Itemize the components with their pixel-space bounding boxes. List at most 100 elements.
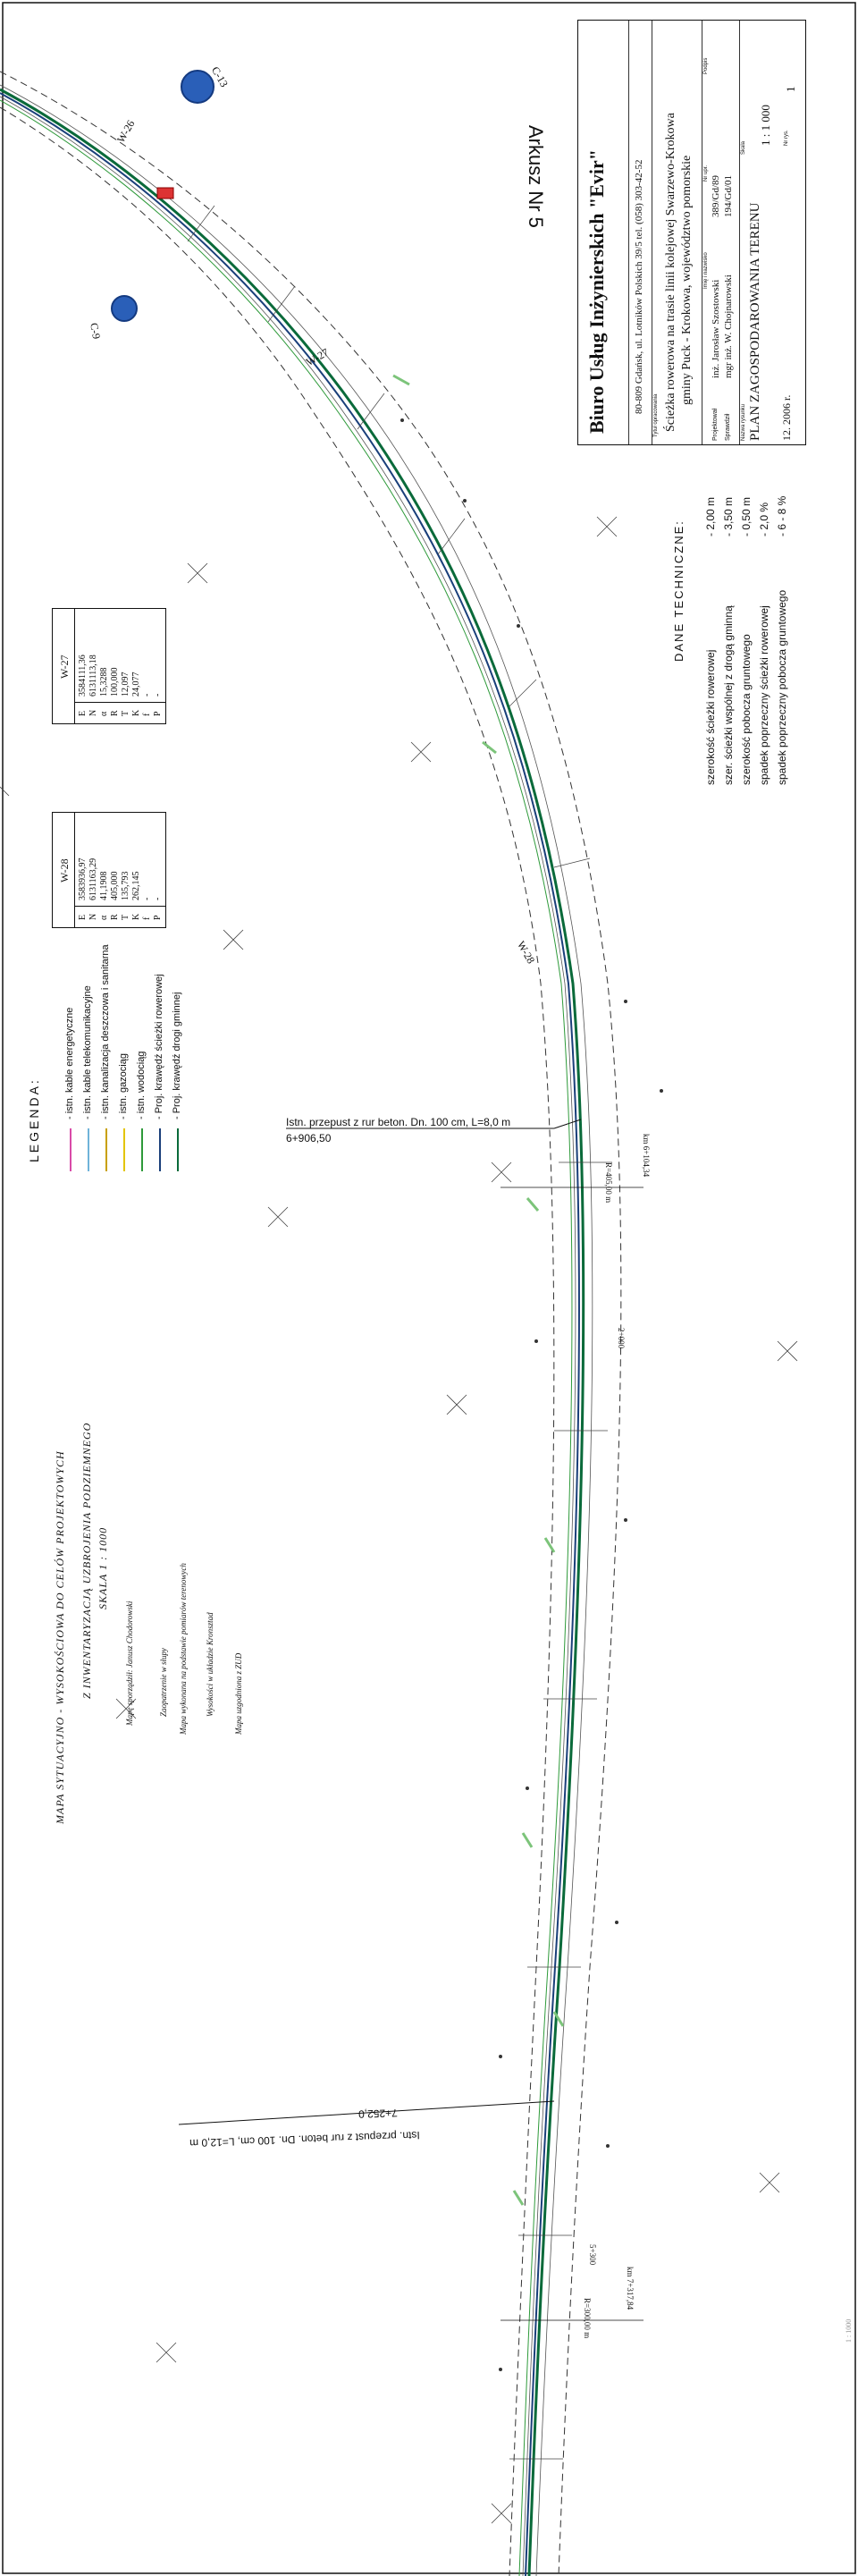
designer-name: inż. Jarosław Szostowski bbox=[711, 279, 721, 378]
chainage-1: 2+000 bbox=[617, 1328, 626, 1349]
legend-label: - istn. wodociąg bbox=[136, 1051, 147, 1119]
project-label: Tytuł opracowania bbox=[653, 393, 659, 437]
company-address: 80-809 Gdańsk, ul. Lotników Polskich 39/… bbox=[634, 159, 644, 414]
legend-label: - Proj. krawędź ścieżki rowerowej bbox=[154, 974, 164, 1119]
tech-item-label: spadek poprzeczny ścieżki rowerowej bbox=[758, 605, 770, 785]
legend-swatch bbox=[70, 1128, 72, 1171]
notes-line-1: Zaopatrzenie w słupy bbox=[159, 1647, 168, 1717]
legend-swatch bbox=[159, 1128, 161, 1171]
table-key: f bbox=[142, 713, 152, 716]
header-col-signature: Podpis bbox=[703, 57, 709, 74]
tech-item-label: szerokość pobocza gruntowego bbox=[740, 634, 753, 785]
radius-2: R=300,00 m bbox=[583, 2298, 592, 2339]
table-key: N bbox=[88, 709, 98, 716]
role-designer: Projektował bbox=[712, 408, 719, 441]
legend-swatch bbox=[105, 1128, 107, 1171]
corridor-boundary-right bbox=[0, 71, 622, 2576]
notes-line-3: Wysokości w układzie Kronsztad bbox=[206, 1612, 214, 1717]
table-value: 41,1908 bbox=[99, 871, 109, 901]
drawing-scale: 1 : 1 000 bbox=[759, 105, 772, 146]
table-value: - bbox=[142, 897, 152, 900]
sheet-no-label: Nr rys. bbox=[784, 130, 789, 146]
table-key: α bbox=[99, 711, 109, 716]
project-title-line2: gminy Puck - Krokowa, województwo pomors… bbox=[680, 155, 694, 405]
sign-c9-label: C-9 bbox=[88, 322, 104, 341]
table-key: T bbox=[121, 914, 130, 920]
table-key: E bbox=[78, 914, 88, 920]
corridor-boundary-left bbox=[0, 106, 555, 2576]
legend-label: - Proj. krawędź drogi gminnej bbox=[172, 992, 182, 1119]
notes-line-2: Mapa wykonana na podstawie pomiarów tere… bbox=[179, 1563, 188, 1735]
signal-marker bbox=[156, 187, 174, 199]
notes-line-4: Mapa uzgodniona z ZUD bbox=[234, 1652, 243, 1735]
chainage-2: 5+300 bbox=[588, 2244, 597, 2266]
tech-item-value: - 6 - 8 % bbox=[776, 495, 788, 536]
table-key: P bbox=[153, 711, 163, 716]
table-key: K bbox=[131, 709, 141, 716]
table-value: 3584111,36 bbox=[78, 655, 88, 697]
drawing-name: PLAN ZAGOSPODAROWANIA TERENU bbox=[748, 202, 762, 441]
tech-item-value: - 0,50 m bbox=[740, 496, 753, 536]
table-key: α bbox=[99, 915, 109, 920]
role-checker: Sprawdził bbox=[725, 413, 731, 441]
table-key: T bbox=[121, 710, 130, 716]
sign-c9-icon bbox=[111, 295, 138, 322]
table-value: 12,097 bbox=[121, 671, 130, 697]
sheet-title: Arkusz Nr 5 bbox=[525, 125, 547, 228]
table-key: N bbox=[88, 913, 98, 920]
table-value: 6131163,29 bbox=[88, 857, 98, 900]
sheet-number: 1 bbox=[784, 86, 797, 93]
header-col-name: Imię i nazwisko bbox=[703, 252, 709, 289]
proj-bike-path-edge bbox=[0, 88, 585, 2576]
table-value: 262,145 bbox=[131, 871, 141, 901]
company-name: Biuro Usług Inżynierskich "Evir" bbox=[585, 148, 608, 434]
legend-label: - istn. kable energetyczne bbox=[64, 1007, 75, 1119]
checker-name: mgr inż. W. Chojnarowski bbox=[723, 274, 734, 378]
notes-title: MAPA SYTUACYJNO - WYSOKOŚCIOWA DO CELÓW … bbox=[54, 1450, 66, 1824]
legend-label: - istn. gazociąg bbox=[118, 1053, 129, 1119]
table-value: 6131113,18 bbox=[88, 655, 98, 697]
culvert-1-km: 6+906,50 bbox=[286, 1132, 332, 1144]
tech-item-value: - 3,50 m bbox=[722, 496, 735, 536]
legend-swatch bbox=[141, 1128, 143, 1171]
tech-item-value: - 2,00 m bbox=[704, 496, 717, 536]
notes-author: Mapę sporządził: Janusz Chodorowski bbox=[125, 1600, 134, 1726]
table-value: - bbox=[153, 693, 163, 697]
checker-number: 194/Gd/01 bbox=[723, 174, 734, 217]
title-block: Biuro Usług Inżynierskich "Evir" 80-809 … bbox=[577, 20, 806, 445]
table-title: W-28 bbox=[58, 858, 71, 883]
culvert-1-label: Istn. przepust z rur beton. Dn. 100 cm, … bbox=[286, 1116, 511, 1128]
tech-item-label: szerokość ścieżki rowerowej bbox=[704, 649, 717, 785]
table-key: E bbox=[78, 710, 88, 716]
grid-crosses bbox=[0, 516, 798, 2524]
footer-scale: 1 : 1000 bbox=[845, 2318, 853, 2343]
tech-item-label: spadek poprzeczny pobocza gruntowego bbox=[776, 589, 788, 785]
table-value: 3583936,97 bbox=[78, 857, 88, 901]
legend-swatch bbox=[177, 1128, 179, 1171]
legend-label: - istn. kanalizacja deszczowa i sanitarn… bbox=[100, 944, 111, 1119]
technical-heading: DANE TECHNICZNE: bbox=[672, 519, 686, 662]
km-marker-1: km 6+104,34 bbox=[642, 1134, 651, 1178]
table-title: W-27 bbox=[58, 655, 71, 679]
notes-subtitle: Z INWENTARYZACJĄ UZBROJENIA PODZIEMNEGO bbox=[80, 1422, 93, 1699]
legend-swatch bbox=[88, 1128, 89, 1171]
drawing-name-label: Nazwa rysunku bbox=[741, 403, 746, 441]
radius-1: R=405,00 m bbox=[604, 1162, 613, 1204]
table-value: 405,000 bbox=[110, 871, 120, 901]
notes-scale: SKALA 1 : 1000 bbox=[97, 1526, 109, 1609]
km-marker-2: km 7+317,84 bbox=[626, 2267, 635, 2310]
proj-road-edge bbox=[0, 92, 580, 2576]
table-key: R bbox=[110, 914, 120, 920]
drawing-date: 12. 2006 r. bbox=[780, 394, 793, 441]
table-value: - bbox=[142, 693, 152, 697]
table-value: 100,000 bbox=[110, 667, 120, 697]
scale-label: Skala bbox=[741, 140, 746, 155]
table-key: R bbox=[110, 710, 120, 716]
project-title: Ścieżka rowerowa na trasie linii kolejow… bbox=[664, 113, 677, 432]
legend-swatch bbox=[123, 1128, 125, 1171]
legend-label: - istn. kable telekomunikacyjne bbox=[82, 985, 93, 1119]
